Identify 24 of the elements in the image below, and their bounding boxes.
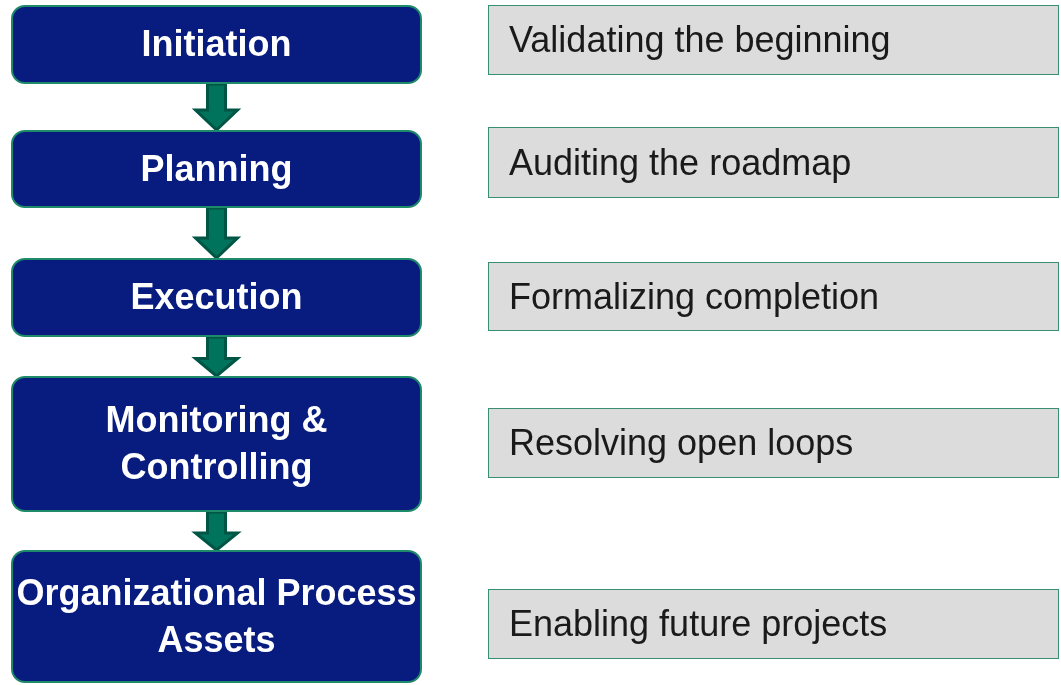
box-label: Formalizing completion — [509, 275, 880, 318]
process-box — [11, 130, 422, 208]
process-box — [11, 550, 422, 683]
down-arrow — [191, 335, 242, 378]
process-box — [11, 5, 422, 84]
box-label: Initiation — [141, 22, 292, 67]
box-label: Resolving open loops — [509, 422, 854, 464]
description-box — [488, 127, 1059, 198]
box-label: Enabling future projects — [509, 603, 888, 645]
description-box — [488, 5, 1059, 75]
down-arrow — [191, 206, 242, 261]
description-box — [488, 408, 1059, 478]
box-label: Planning — [140, 146, 293, 191]
box-label: Auditing the roadmap — [509, 141, 852, 184]
process-box — [11, 376, 422, 512]
box-label: Monitoring & Controlling — [104, 398, 329, 489]
down-arrow — [191, 510, 242, 552]
description-box — [488, 589, 1059, 659]
process-box — [11, 258, 422, 337]
box-label: Organizational Process Assets — [15, 570, 418, 662]
description-box — [488, 262, 1059, 331]
down-arrow — [191, 82, 242, 133]
box-label: Execution — [130, 275, 303, 320]
box-label: Validating the beginning — [509, 19, 891, 61]
